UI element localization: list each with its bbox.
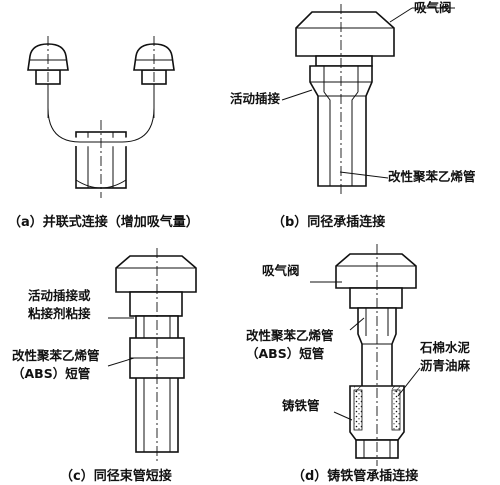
label-c-pipe-2: （ABS）短管 [12, 366, 90, 381]
label-c-movable-2: 粘接剂粘接 [28, 306, 91, 321]
figure-a-parallel-connection [27, 36, 175, 198]
caption-b: （b）同径承插连接 [272, 214, 385, 230]
figure-d-cast-iron-connection [310, 244, 421, 466]
figure-b-socket-connection [281, 4, 455, 196]
label-b-movable-insertion: 活动插接 [230, 91, 281, 106]
label-d-pipe-2: （ABS）短管 [246, 346, 324, 361]
caption-d: （d）铸铁管承插连接 [292, 468, 418, 484]
label-c-movable-1: 活动插接或 [28, 288, 91, 303]
label-b-pipe: 改性聚苯乙烯管 [388, 169, 476, 184]
label-c-pipe-1: 改性聚苯乙烯管 [12, 348, 100, 363]
label-d-asbestos-1: 石棉水泥 [419, 340, 471, 355]
caption-a: （a）并联式连接（增加吸气量） [8, 214, 199, 230]
label-b-valve: 吸气阀 [414, 0, 452, 15]
caption-c: （c）同径束管短接 [60, 468, 172, 484]
label-d-cast-iron: 铸铁管 [282, 398, 320, 413]
label-d-pipe-1: 改性聚苯乙烯管 [246, 328, 334, 343]
label-d-valve: 吸气阀 [262, 263, 300, 278]
label-d-asbestos-2: 沥青油麻 [420, 358, 471, 373]
figure-c-sleeve-connection [107, 248, 197, 462]
